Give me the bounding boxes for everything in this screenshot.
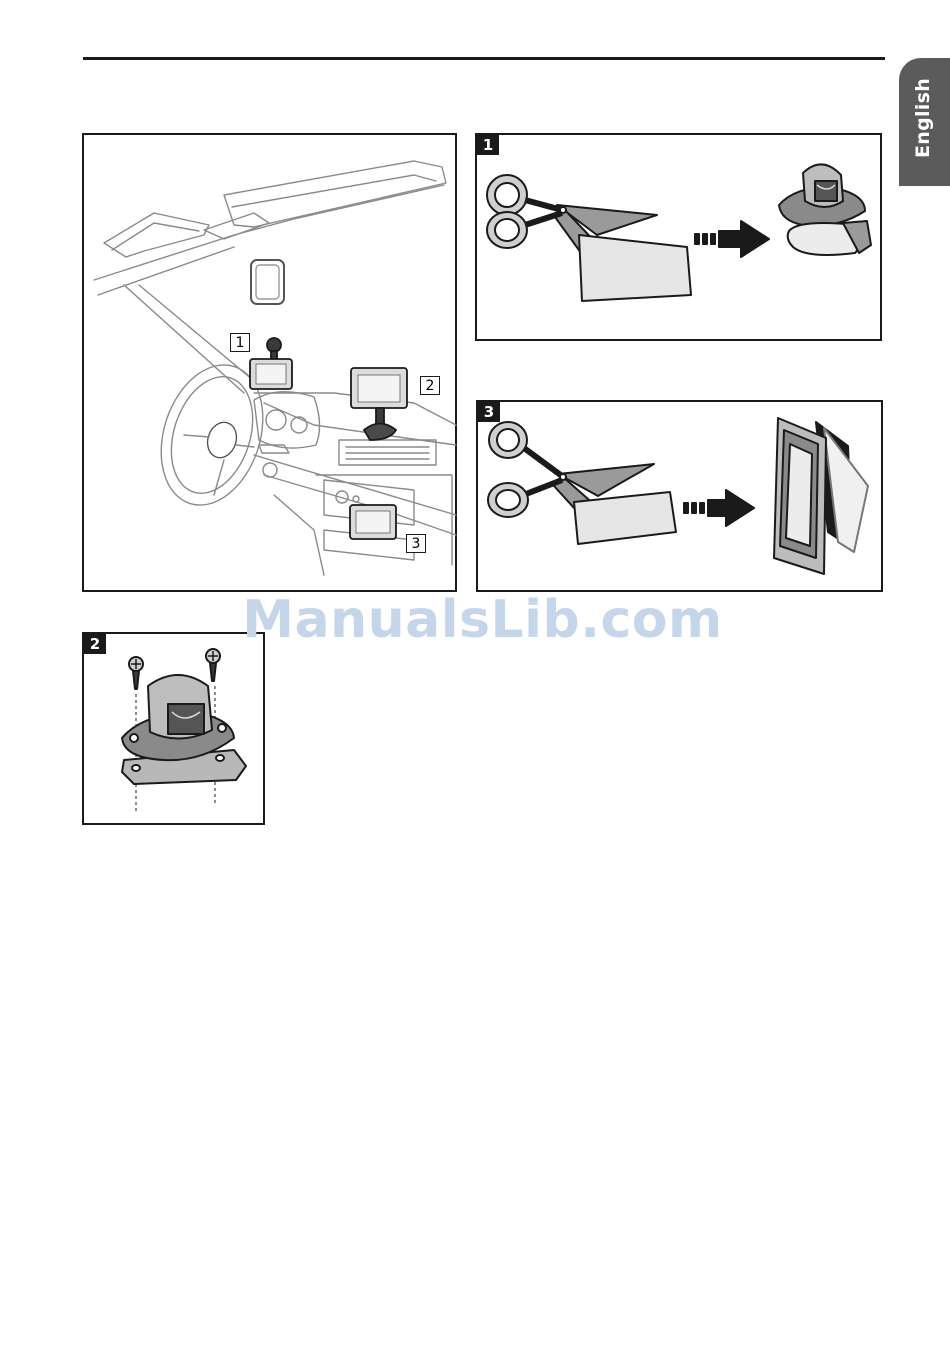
header-rule bbox=[83, 57, 885, 60]
step1-panel: 1 bbox=[475, 133, 882, 341]
callout-1: 1 bbox=[230, 333, 250, 352]
callout-2: 2 bbox=[420, 376, 440, 395]
step2-illustration bbox=[84, 634, 267, 827]
step3-illustration bbox=[478, 402, 885, 594]
step3-panel: 3 bbox=[476, 400, 883, 592]
language-tab-label: English bbox=[912, 78, 934, 158]
language-tab-label-wrap: English bbox=[901, 58, 945, 178]
step2-panel: 2 bbox=[82, 632, 265, 825]
step1-illustration bbox=[477, 135, 884, 343]
watermark: ManualsLib.com bbox=[0, 590, 950, 650]
callout-3: 3 bbox=[406, 534, 426, 553]
car-interior-illustration bbox=[84, 135, 459, 594]
overview-panel: 1 2 3 bbox=[82, 133, 457, 592]
